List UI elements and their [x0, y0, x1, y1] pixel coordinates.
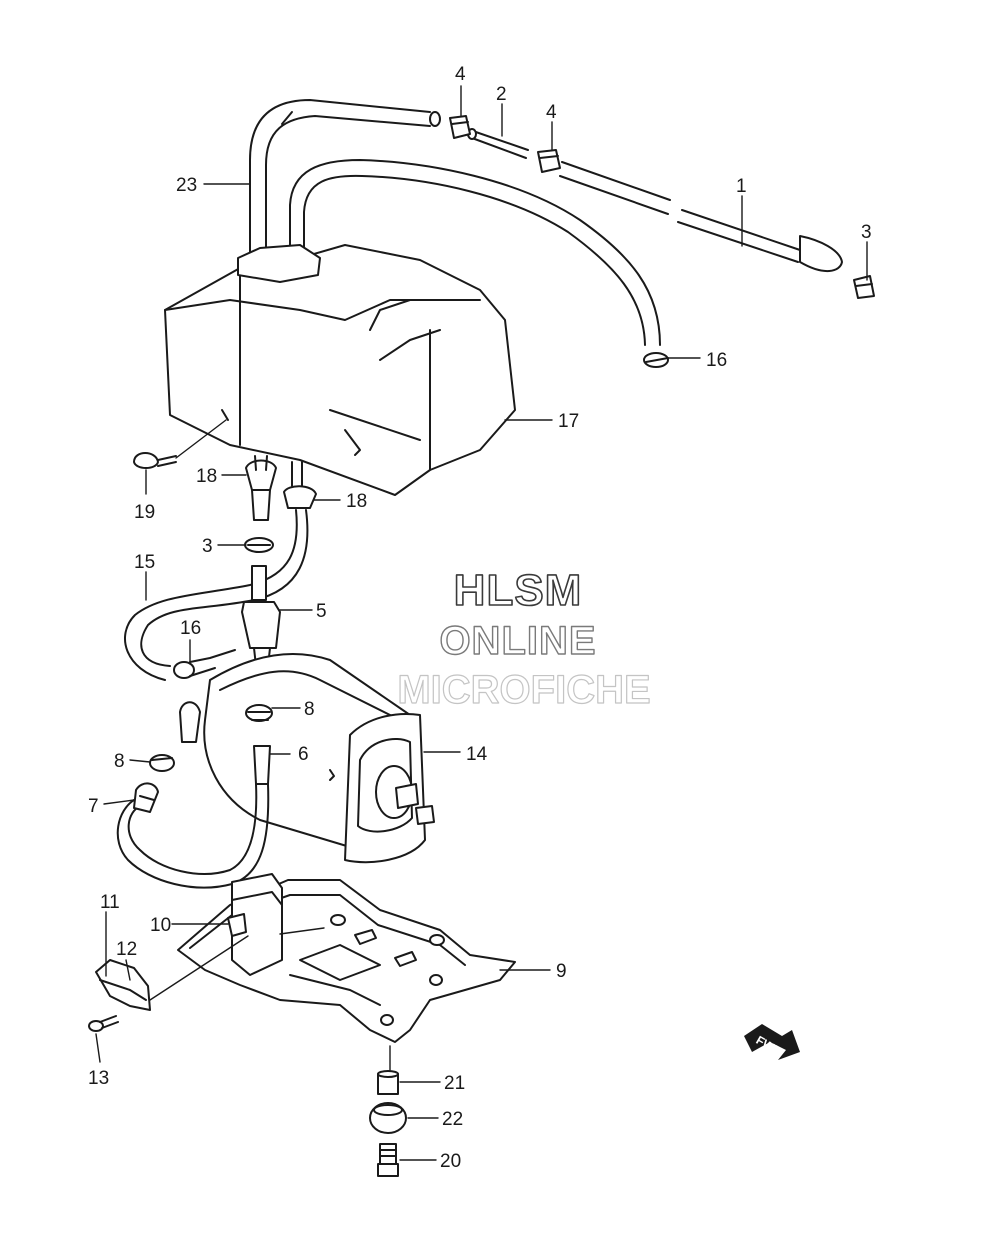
- callout-10: 10: [150, 915, 171, 936]
- clamp-16-mid: [173, 649, 236, 679]
- clip-11: [95, 959, 151, 1011]
- hose-6: [116, 745, 271, 889]
- watermark-line-1: HLSM: [454, 566, 583, 615]
- grommet-18-right: [283, 461, 317, 509]
- callout-3: 3: [202, 536, 213, 557]
- bolt-20: [377, 1143, 399, 1177]
- callout-12: 12: [116, 939, 137, 960]
- clamp-8-left: [149, 754, 175, 772]
- watermark-line-2: ONLINE: [439, 619, 596, 663]
- grommet-22: [369, 1102, 407, 1134]
- screw-13: [88, 1015, 119, 1032]
- fwd-arrow-icon: FWD: [744, 1024, 800, 1060]
- callout-2: 2: [496, 84, 507, 105]
- bracket-9: [177, 873, 516, 1043]
- callout-22: 22: [442, 1109, 463, 1130]
- tank-17: [164, 244, 516, 496]
- clamp-8-upper: [245, 704, 273, 722]
- callout-13: 13: [88, 1068, 109, 1089]
- callout-8: 8: [304, 699, 315, 720]
- watermark: HLSM ONLINE MICROFICHE: [397, 565, 652, 712]
- clamp-4-right: [537, 149, 561, 173]
- callout-7: 7: [88, 796, 99, 817]
- callout-18: 18: [196, 466, 217, 487]
- callout-6: 6: [298, 744, 309, 765]
- callout-21: 21: [444, 1073, 465, 1094]
- watermark-line-3: MICROFICHE: [397, 668, 650, 712]
- callout-8: 8: [114, 751, 125, 772]
- callout-17: 17: [558, 411, 579, 432]
- callout-23: 23: [176, 175, 197, 196]
- hose-15: [124, 509, 309, 681]
- grommet-18-left: [245, 455, 277, 521]
- callout-16: 16: [706, 350, 727, 371]
- callout-19: 19: [134, 502, 155, 523]
- callout-18: 18: [346, 491, 367, 512]
- leader-lines: [95, 85, 868, 1161]
- callout-11: 11: [100, 892, 120, 913]
- clamp-3-mid: [244, 537, 274, 553]
- callout-4: 4: [546, 102, 557, 123]
- spacer-21: [377, 1070, 399, 1095]
- callout-4: 4: [455, 64, 466, 85]
- part-1-hose: [559, 161, 843, 272]
- callout-9: 9: [556, 961, 567, 982]
- clamp-16-top: [643, 352, 669, 368]
- clamp-4-left: [449, 115, 471, 139]
- filter-5: [241, 565, 281, 667]
- callout-20: 20: [440, 1151, 461, 1172]
- screw-19: [133, 452, 177, 469]
- part-2-hose: [467, 128, 529, 159]
- callout-16: 16: [180, 618, 201, 639]
- callout-3: 3: [861, 222, 872, 243]
- callout-1: 1: [736, 176, 747, 197]
- elbow-7: [133, 782, 159, 813]
- callout-labels: 1 2 3 3 4 4 5 6 7 8 8 9 10 11 12 13 14 1…: [88, 64, 872, 1172]
- clamp-3-top: [853, 275, 875, 299]
- callout-14: 14: [466, 744, 488, 765]
- callout-15: 15: [134, 552, 155, 573]
- hose-23: [249, 99, 661, 346]
- callout-5: 5: [316, 601, 327, 622]
